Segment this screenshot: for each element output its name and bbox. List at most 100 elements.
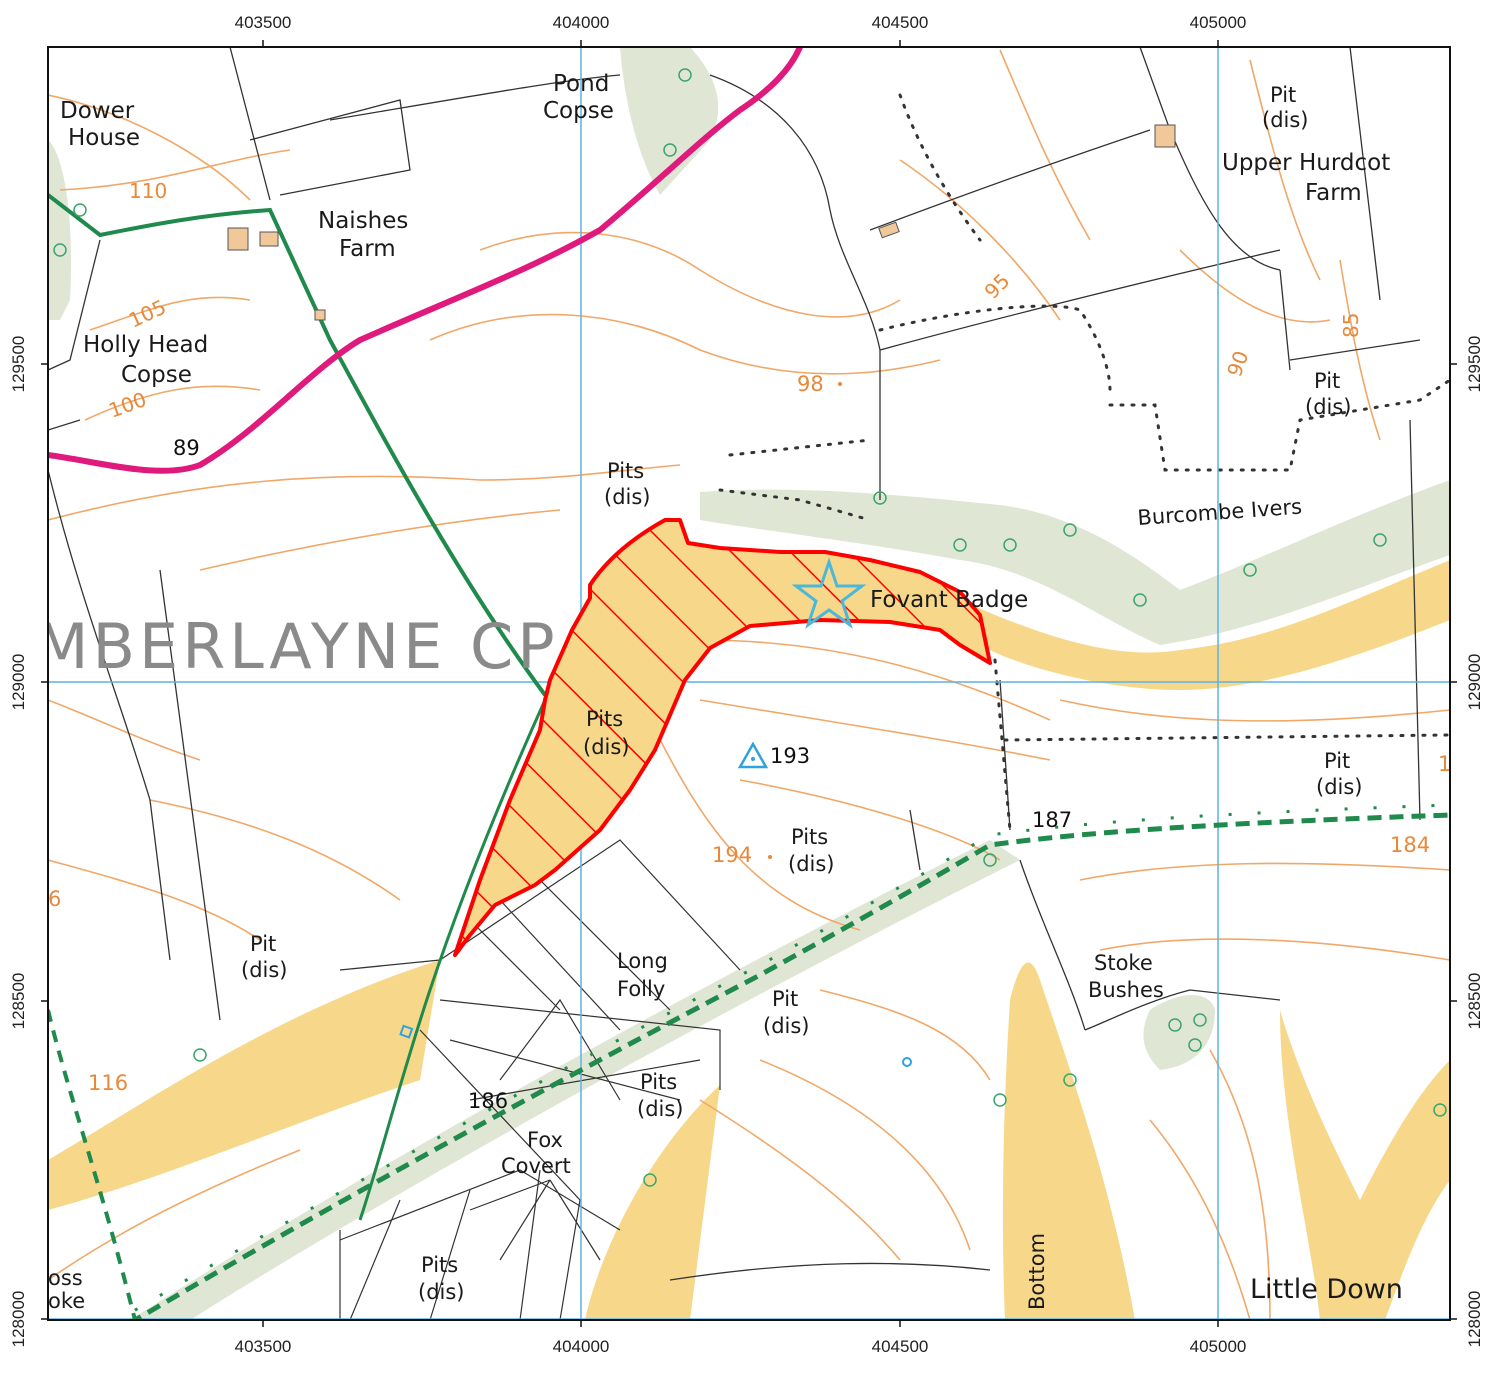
plantation-line (439, 839, 741, 971)
tree-icon (663, 143, 677, 157)
dotted-boundary (1108, 378, 1450, 472)
escarpment-east (1280, 1010, 1450, 1320)
tree-icon (1133, 593, 1147, 607)
contour (1079, 862, 1450, 881)
pond-copse-label: Pond (553, 71, 609, 97)
escarpment-north (960, 560, 1450, 690)
tree-icon (193, 1048, 207, 1062)
spot-height: 6 (48, 887, 61, 911)
tree-icon (993, 1093, 1007, 1107)
x-tick-label: 404500 (872, 1337, 929, 1356)
spot-height: 89 (173, 436, 200, 460)
building-icon (227, 227, 249, 251)
boundary (709, 74, 881, 500)
holly-head-copse-label: Holly Head (83, 332, 208, 358)
pit-disused-label: (dis) (241, 958, 288, 982)
naishes-farm-label: Farm (339, 236, 396, 262)
contour (819, 989, 991, 1081)
woodland-burcombe-ivers (700, 480, 1450, 645)
site-outline (453, 518, 992, 957)
contour (48, 699, 201, 761)
boundary (1084, 989, 1281, 1031)
x-tick-label: 404000 (553, 1337, 610, 1356)
boundary (1289, 339, 1421, 361)
tree-icon (53, 243, 67, 257)
tree-icon (1433, 1103, 1447, 1117)
pits-disused-label: Pits (607, 459, 644, 483)
plantation-line (449, 1039, 701, 1101)
x-tick-label: 405000 (1190, 1337, 1247, 1356)
contour (699, 699, 1051, 761)
boundary (249, 99, 411, 196)
contour (1179, 249, 1331, 323)
contour (149, 799, 401, 901)
contour (48, 859, 261, 941)
dotted-boundary (1003, 733, 1450, 742)
y-axis-right: 129500 129000 128500 128000 (1465, 336, 1484, 1348)
pits-disused-label: Pits (421, 1253, 458, 1277)
pits-disused-label: (dis) (583, 735, 630, 759)
pit-disused-label: (dis) (763, 1014, 810, 1038)
plantation-line (339, 1169, 621, 1241)
spot-height: 116 (88, 1071, 128, 1095)
fox-covert-label: Covert (501, 1154, 571, 1178)
pits-disused-label: Pits (586, 707, 623, 731)
building-icon (259, 231, 279, 247)
upper-hurdcot-farm-label: Farm (1305, 180, 1362, 206)
boundary (48, 239, 101, 371)
y-axis-left: 129500 129000 128500 128000 (9, 336, 28, 1348)
main-road (48, 47, 803, 474)
boundary (879, 249, 1281, 351)
contour (429, 313, 941, 375)
star-icon (791, 557, 867, 629)
boundary (1279, 269, 1291, 371)
pit-disused-label: Pit (772, 987, 798, 1011)
plantation-line (469, 879, 671, 1031)
y-tick-label: 129500 (1465, 336, 1484, 393)
spot-height: 184 (1390, 833, 1430, 857)
contour (899, 159, 1061, 321)
tree-icon (1193, 1013, 1207, 1027)
tree-icon (1373, 533, 1387, 547)
plantation-lines (339, 839, 741, 1320)
y-tick-label: 128500 (9, 973, 28, 1030)
partial-label: oss (48, 1266, 83, 1290)
trig-point-icon (737, 741, 769, 769)
contour (199, 509, 561, 571)
woodland-pond-copse (620, 47, 719, 195)
x-tick-label: 403500 (235, 13, 292, 32)
x-tick-label: 404500 (872, 13, 929, 32)
contour (479, 231, 901, 318)
pit-disused-label: (dis) (1262, 108, 1309, 132)
contour (48, 1149, 301, 1281)
pit-disused-label: (dis) (1305, 395, 1352, 419)
dower-house-label: House (68, 125, 140, 151)
pond-icon (902, 1057, 912, 1067)
tree-icon (1003, 538, 1017, 552)
dower-house-label: Dower (60, 98, 135, 124)
tree-icon (873, 491, 887, 505)
tree-symbols (53, 68, 1447, 1187)
spot-height: 186 (468, 1089, 508, 1113)
boundary (869, 129, 1151, 231)
fox-covert-label: Fox (527, 1128, 563, 1152)
contour (699, 639, 1051, 721)
boundary (1349, 47, 1381, 301)
pits-disused-label: (dis) (637, 1097, 684, 1121)
contour (1099, 938, 1450, 961)
byway-south-track (358, 699, 547, 1221)
pits-disused-label: Pits (640, 1070, 677, 1094)
spot-height: 194 (712, 843, 752, 867)
byway-main-ticks (115, 803, 1450, 1320)
pond-copse-label: Copse (543, 98, 614, 124)
boundary (909, 809, 921, 871)
building-icon (878, 221, 900, 239)
contour (699, 1099, 901, 1261)
long-folly-label: Folly (617, 977, 665, 1001)
contour-value: 85 (1339, 313, 1363, 338)
spot-height: 98 (797, 372, 824, 396)
dotted-boundary (728, 438, 872, 457)
tree-icon (1243, 563, 1257, 577)
contour (739, 779, 1001, 861)
spot-height: 18 (1438, 752, 1465, 776)
